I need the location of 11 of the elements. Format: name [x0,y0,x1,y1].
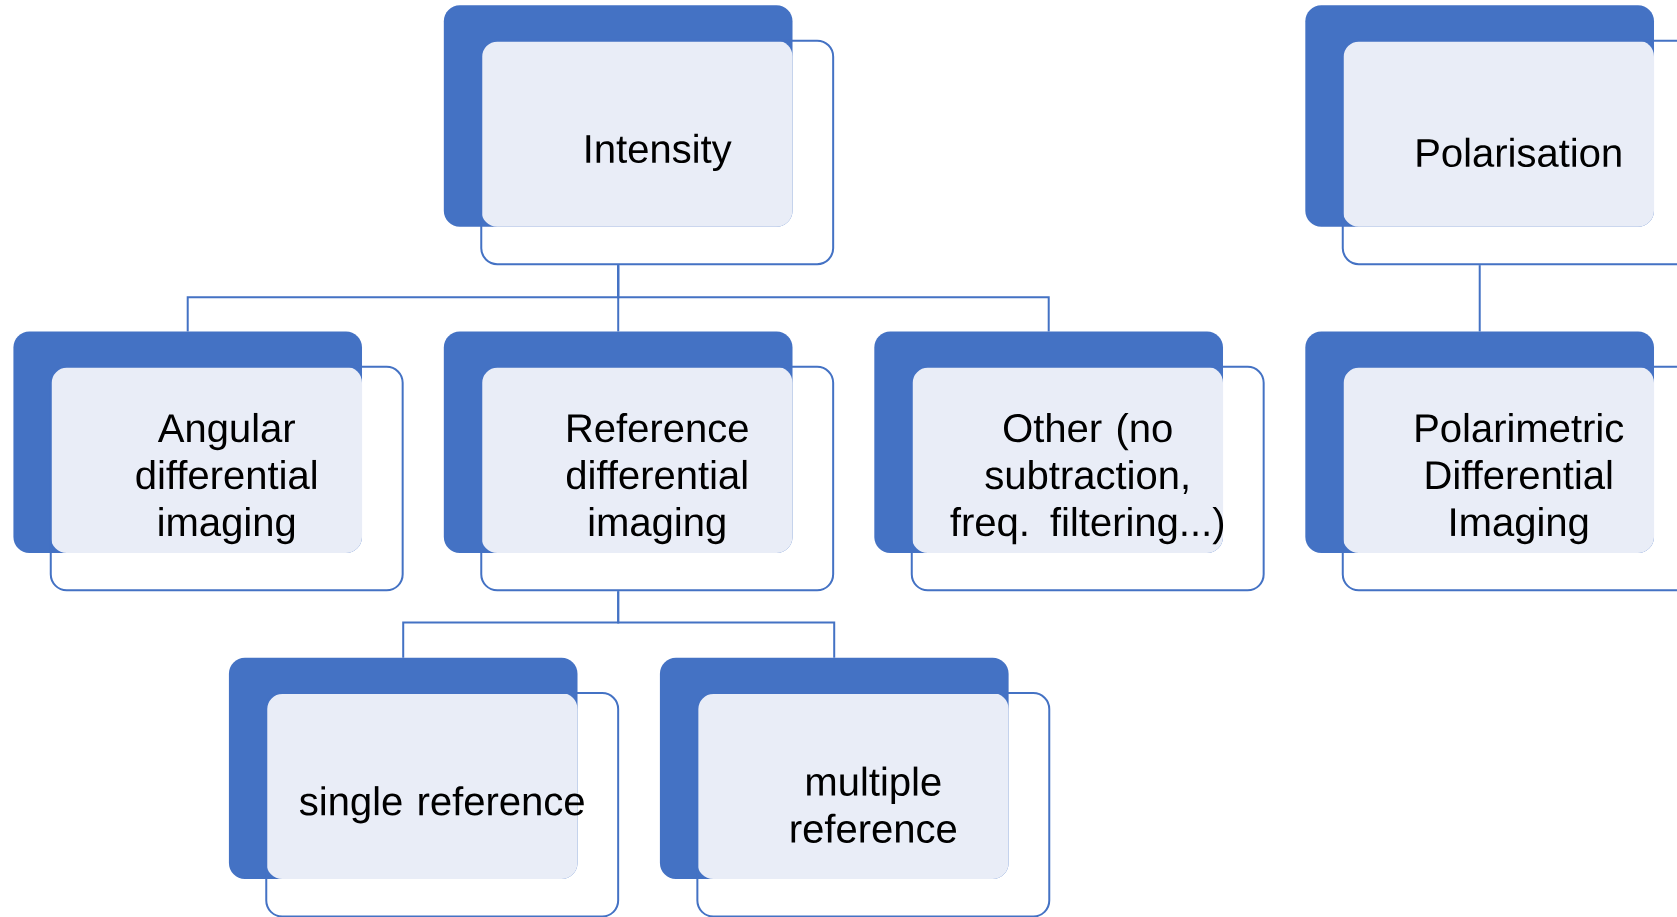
hierarchy-box: Reference differential imaging [443,331,835,592]
hierarchy-box: multiple reference [659,657,1051,917]
hierarchy-box: Angular differential imaging [13,331,404,592]
hierarchy-box: Intensity [443,5,835,266]
hierarchy-box: single reference [228,657,620,917]
connector-line [617,590,836,659]
hierarchy-box: Polarimetric Differential Imaging [1305,331,1677,592]
connector-line [617,264,1050,333]
connector-line [1478,264,1481,333]
hierarchy-box: Polarisation [1305,5,1677,266]
hierarchy-box: Other (no subtraction, freq. filtering...) [874,331,1265,592]
